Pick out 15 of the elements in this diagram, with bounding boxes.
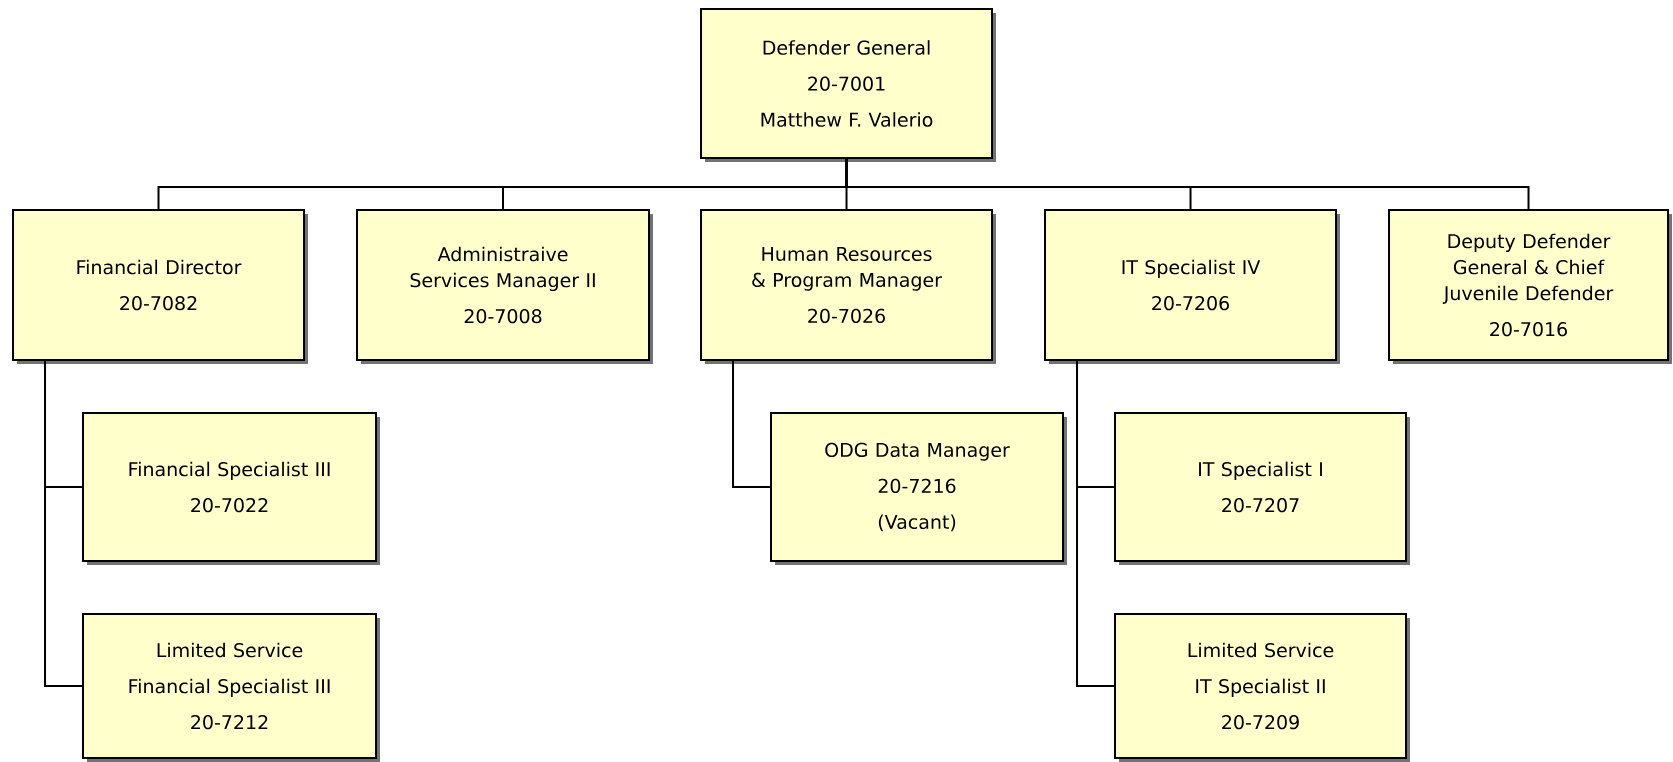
position-box: Deputy Defender General & Chief Juvenile Defender 20-7016 bbox=[1388, 209, 1672, 364]
position-box: ODG Data Manager 20-7216 (Vacant) bbox=[770, 412, 1067, 565]
position-box: Defender General 20-7001 Matthew F. Valerio bbox=[700, 8, 996, 162]
connector-line bbox=[732, 360, 771, 488]
position-box: Financial Specialist III 20-7022 bbox=[82, 412, 380, 565]
position-box: IT Specialist IV 20-7206 bbox=[1044, 209, 1340, 364]
position-box: IT Specialist I 20-7207 bbox=[1114, 412, 1410, 565]
position-box: Limited Service Financial Specialist III 20-7212 bbox=[82, 613, 380, 762]
position-box: Human Resources & Program Manager 20-7026 bbox=[700, 209, 996, 364]
connector-line bbox=[44, 360, 83, 687]
position-box: Administraive Services Manager II 20-7008 bbox=[356, 209, 653, 364]
connector-line bbox=[845, 158, 1530, 210]
position-box: Financial Director 20-7082 bbox=[12, 209, 308, 364]
position-box: Limited Service IT Specialist II 20-7209 bbox=[1114, 613, 1410, 762]
connector-line bbox=[1076, 360, 1115, 687]
